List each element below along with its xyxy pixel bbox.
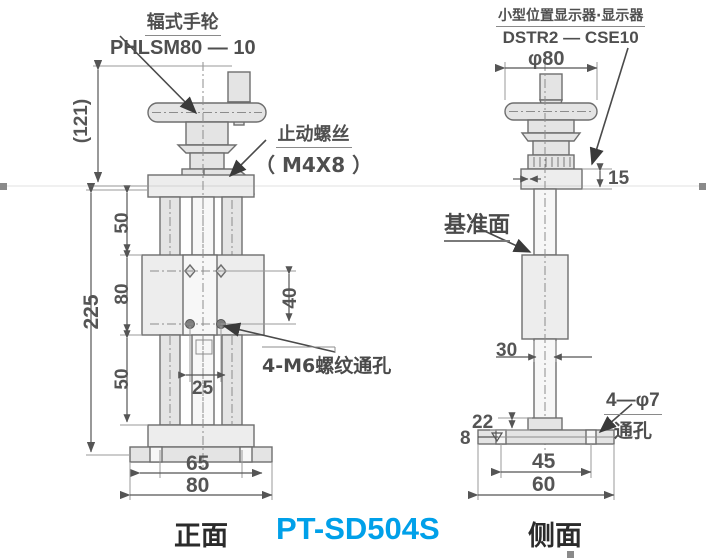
callout-tapped-holes-label: 4-M6螺纹通孔 [262,355,392,377]
dim-front-80: 80 [186,474,210,497]
callout-position-indicator: 小型位置显示器·显示器 DSTR2 — CSE10 [496,5,646,48]
dim-front-121: (121) [71,98,92,144]
callout-tapped-holes: 4-M6螺纹通孔 [262,351,391,378]
dim-front-80-mid: 80 [112,283,133,305]
callout-thru-holes: 4—φ7 通孔 [604,390,662,443]
dim-front-65: 65 [186,452,210,475]
callout-thru-holes-line1: 4—φ7 [606,390,660,411]
selection-handle-right[interactable] [699,183,706,190]
dim-side-45: 45 [532,450,556,473]
dim-front-40: 40 [280,287,301,309]
selection-handle-bottom[interactable] [567,551,574,558]
dim-side-15: 15 [608,168,630,189]
side-view-title: 侧面 [528,521,582,552]
callout-datum: 基准面 [444,207,511,242]
callout-setscrew: 止动螺丝 （ M4X8 ） [255,120,372,178]
callout-handwheel: 辐式手轮 PHLSM80 — 10 [110,8,256,60]
dim-side-60: 60 [532,473,556,496]
dim-side-22: 22 [472,412,494,433]
front-view-geometry [129,62,273,470]
callout-datum-label: 基准面 [444,213,511,238]
dim-front-50-top: 50 [112,212,133,234]
callout-handwheel-line2: PHLSM80 — 10 [110,37,256,59]
callout-setscrew-line1: 止动螺丝 [275,120,352,148]
dim-front-50-bottom: 50 [112,368,133,390]
dim-side-phi80: φ80 [528,48,565,70]
callout-handwheel-line1: 辐式手轮 [144,8,221,36]
callout-position-indicator-line1: 小型位置显示器·显示器 [496,5,646,27]
dim-side-30: 30 [496,340,518,361]
dim-front-25: 25 [192,378,214,399]
callout-thru-holes-line2: 通孔 [604,414,662,443]
selection-handle-left[interactable] [0,183,7,190]
side-view-dimensions [467,62,615,500]
dim-side-8: 8 [460,428,471,449]
side-view-geometry [477,62,615,455]
part-number: PT-SD504S [276,511,440,546]
front-view-dimensions [86,59,296,500]
dim-front-225: 225 [80,294,103,330]
front-view-title: 正面 [174,521,228,552]
front-view-leaders [119,35,336,353]
callout-setscrew-line2: （ M4X8 ） [255,153,373,177]
callout-position-indicator-line2: DSTR2 — CSE10 [502,28,639,47]
